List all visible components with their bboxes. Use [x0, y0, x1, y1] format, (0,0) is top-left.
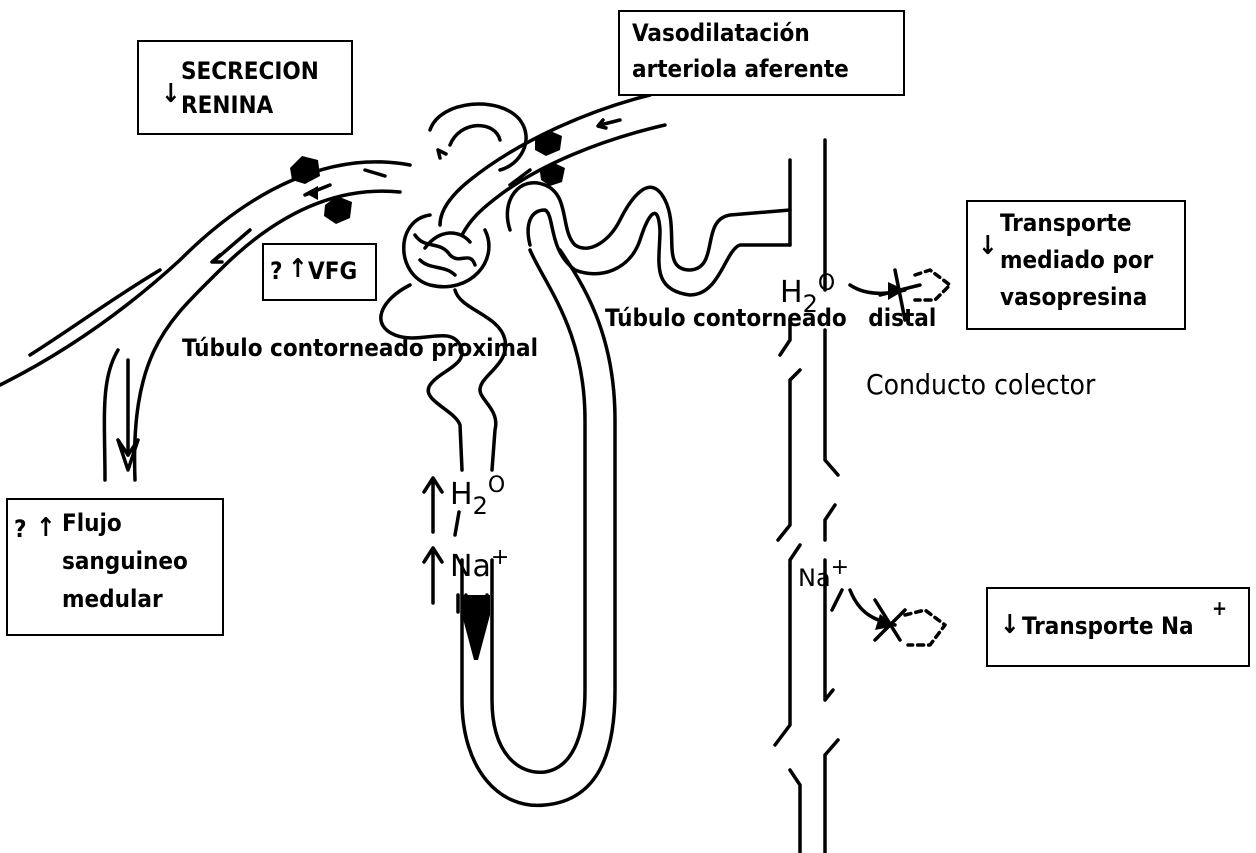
flow-line1: Flujo — [62, 510, 122, 537]
vasopressin-line3: vasopresina — [1000, 284, 1147, 311]
down-arrow-icon: ↓ — [978, 232, 998, 261]
h2o-duct-label: H2O — [780, 278, 835, 308]
collecting-line1: Conducto — [866, 368, 986, 401]
up-arrow-icon: ↑ — [288, 255, 308, 284]
glomerulus — [404, 104, 526, 287]
vasopressin-line2: mediado por — [1000, 247, 1153, 274]
distal-tubule-label: Túbulo contorneado distal — [605, 302, 936, 336]
flow-line2: sanguineo — [62, 548, 188, 575]
na-transport-box: ↓ Transporte Na + — [986, 587, 1250, 667]
vasodilation-line2: arteriola aferente — [632, 56, 849, 83]
collecting-duct-label: Conducto colector — [866, 364, 1095, 406]
distal-line3: distal — [854, 304, 936, 332]
na-duct-label: Na+ — [798, 566, 849, 591]
h2o-duct-sub: 2 — [803, 290, 818, 318]
big-down-arrow-icon — [462, 595, 490, 660]
gfr-box: ? ↑ VFG — [262, 243, 377, 301]
proximal-tubule-label: Túbulo contorneado proximal — [182, 330, 538, 367]
distal-line1: Túbulo — [605, 304, 686, 332]
proximal-line3: proximal — [431, 334, 538, 362]
h2o-loop-o: O — [488, 473, 505, 498]
collecting-duct — [775, 140, 842, 853]
collecting-line2: colector — [994, 368, 1095, 401]
renin-line2: RENINA — [181, 92, 273, 119]
renin-line1: SECRECION — [181, 58, 319, 85]
na-loop-label: Na+ — [450, 552, 509, 582]
vasopressin-line1: Transporte — [1000, 210, 1131, 237]
up-arrow-icon: ↑ — [36, 514, 56, 543]
down-arrow-icon: ↓ — [161, 80, 181, 109]
down-arrow-icon: ↓ — [1000, 611, 1020, 640]
proximal-tubule — [381, 285, 506, 470]
na-transport-label: Transporte Na — [1022, 613, 1194, 640]
flow-line3: medular — [62, 586, 163, 613]
na-loop-plus: + — [491, 545, 509, 570]
h2o-loop-sub: 2 — [473, 492, 488, 520]
h2o-loop-h: H — [450, 477, 473, 512]
h2o-loop-label: H2O — [450, 480, 505, 510]
na-loop-na: Na — [450, 549, 491, 584]
medullary-flow-box: ? ↑ Flujo sanguineo medular — [6, 498, 224, 636]
proximal-line2: contorneado — [270, 334, 424, 362]
distal-line2: contorneado — [693, 304, 847, 332]
renin-secretion-box: ↓ SECRECION RENINA — [137, 40, 353, 135]
proximal-line1: Túbulo — [182, 334, 263, 362]
distal-tubule — [507, 183, 790, 295]
h2o-duct-o: O — [818, 271, 835, 296]
gfr-label: VFG — [308, 258, 357, 285]
na-transport-sup: + — [1212, 597, 1227, 619]
vasopressin-box: ↓ Transporte mediado por vasopresina — [966, 200, 1186, 330]
h2o-duct-h: H — [780, 275, 803, 310]
question-mark: ? — [270, 258, 283, 285]
na-duct-na: Na — [798, 564, 831, 592]
question-mark: ? — [14, 516, 27, 543]
vasodilation-line1: Vasodilatación — [632, 20, 810, 47]
vasodilation-box: Vasodilatación arteriola aferente — [618, 10, 905, 96]
vessel-arrow-icon — [305, 186, 318, 200]
na-duct-plus: + — [831, 555, 849, 580]
